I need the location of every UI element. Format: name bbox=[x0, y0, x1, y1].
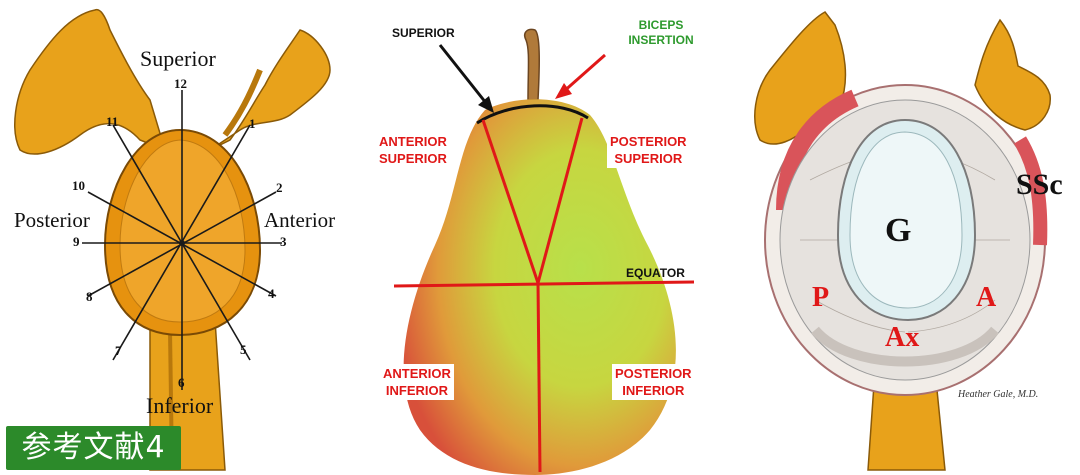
anterior-inferior-line-1: ANTERIOR bbox=[383, 366, 451, 381]
glenoid-label: G bbox=[885, 212, 912, 249]
posterior-p-label: P bbox=[812, 282, 830, 313]
biceps-insertion-label: BICEPS INSERTION bbox=[606, 18, 716, 48]
clock-number-12: 12 bbox=[174, 76, 187, 91]
clock-number-8: 8 bbox=[86, 289, 93, 304]
posterior-inferior-line-1: POSTERIOR bbox=[615, 366, 692, 381]
posterior-label: Posterior bbox=[14, 208, 90, 232]
posterior-superior-label: POSTERIOR SUPERIOR bbox=[607, 132, 690, 168]
posterior-superior-line-2: SUPERIOR bbox=[614, 151, 683, 166]
biceps-line-1: BICEPS bbox=[638, 18, 684, 32]
anterior-a-label: A bbox=[976, 282, 997, 313]
inferior-label: Inferior bbox=[146, 393, 214, 418]
anterior-inferior-line-2: INFERIOR bbox=[385, 383, 448, 398]
clock-number-6: 6 bbox=[178, 375, 185, 390]
anterior-inferior-label: ANTERIOR INFERIOR bbox=[380, 364, 454, 400]
pear-analogy-diagram: SUPERIOR BICEPS INSERTION ANTERIOR SUPER… bbox=[350, 0, 730, 475]
axillary-ax-label: Ax bbox=[885, 322, 920, 353]
clock-number-7: 7 bbox=[115, 343, 122, 358]
anterior-label: Anterior bbox=[264, 208, 336, 232]
clock-number-11: 11 bbox=[106, 114, 119, 129]
glenoid-clock-illustration bbox=[14, 8, 331, 471]
anterior-superior-line-1: ANTERIOR bbox=[379, 134, 447, 149]
clock-number-1: 1 bbox=[249, 116, 256, 131]
equator-label: EQUATOR bbox=[626, 266, 685, 280]
glenoid-labrum-diagram: G SSc P A Ax Heather Gale, M.D. bbox=[730, 0, 1080, 475]
reference-badge: 参考文献4 bbox=[6, 426, 181, 470]
posterior-superior-line-1: POSTERIOR bbox=[610, 134, 687, 149]
illustrator-signature: Heather Gale, M.D. bbox=[958, 389, 1039, 400]
clock-number-10: 10 bbox=[72, 178, 85, 193]
superior-text: SUPERIOR bbox=[392, 26, 455, 40]
pear-illustration bbox=[393, 28, 695, 475]
posterior-inferior-line-2: INFERIOR bbox=[622, 383, 685, 398]
anterior-superior-line-2: SUPERIOR bbox=[379, 151, 447, 166]
clock-number-9: 9 bbox=[73, 234, 80, 249]
superior-label: Superior bbox=[140, 46, 216, 71]
clock-number-3: 3 bbox=[280, 234, 287, 249]
clock-number-4: 4 bbox=[268, 286, 275, 301]
clock-number-5: 5 bbox=[240, 342, 247, 357]
labrum-illustration bbox=[754, 11, 1051, 471]
biceps-line-2: INSERTION bbox=[628, 33, 694, 47]
glenoid-clock-diagram: Superior Inferior Posterior Anterior 12 … bbox=[0, 0, 350, 475]
posterior-inferior-label: POSTERIOR INFERIOR bbox=[612, 364, 695, 400]
anterior-superior-label: ANTERIOR SUPERIOR bbox=[376, 132, 450, 168]
subscapularis-label: SSc bbox=[1016, 168, 1063, 201]
clock-number-2: 2 bbox=[276, 180, 283, 195]
